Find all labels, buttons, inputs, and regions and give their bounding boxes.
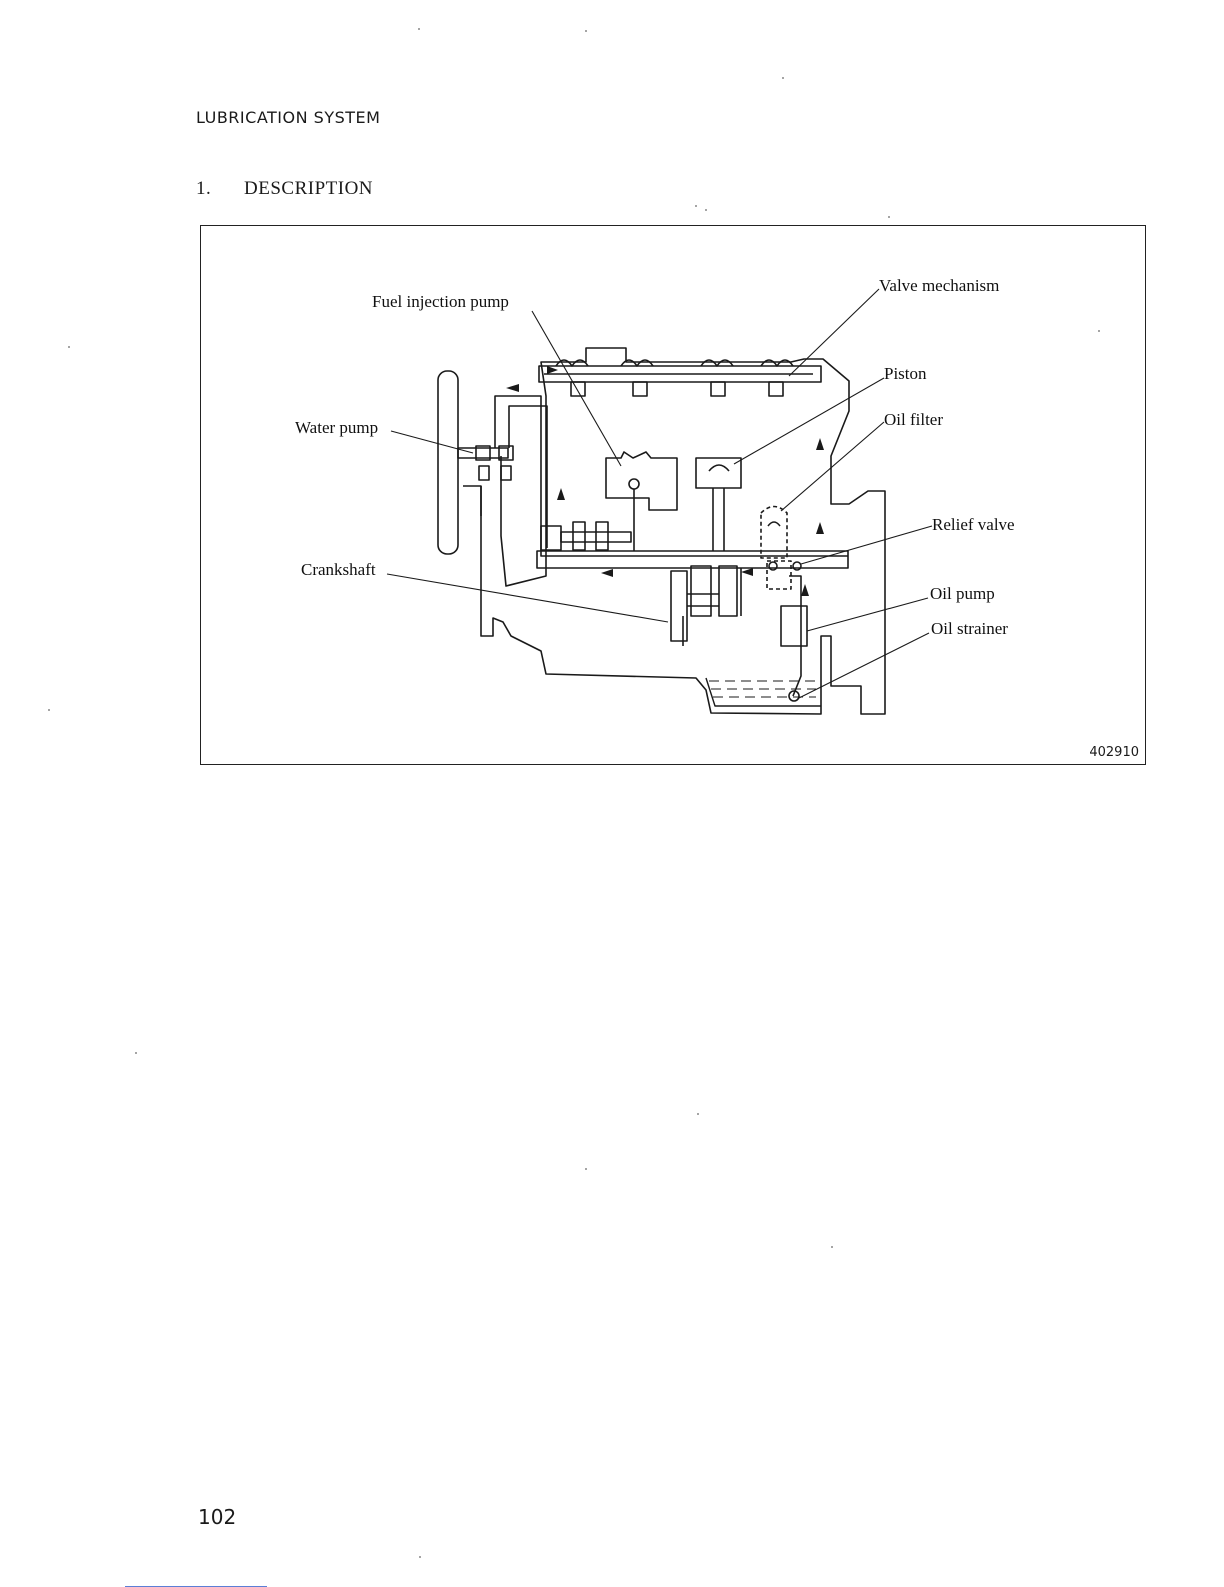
valve-spring bbox=[633, 382, 647, 396]
label-crankshaft: Crankshaft bbox=[301, 560, 376, 580]
piston-body bbox=[696, 458, 741, 488]
water-pump-bearing bbox=[479, 466, 489, 480]
scan-speck bbox=[888, 216, 890, 218]
figure-number: 402910 bbox=[1089, 745, 1139, 760]
page-number: 102 bbox=[198, 1505, 236, 1529]
fuel-injection-pump bbox=[606, 452, 677, 510]
oil-pan bbox=[706, 678, 821, 706]
label-water-pump: Water pump bbox=[295, 418, 378, 438]
label-oil-strainer: Oil strainer bbox=[931, 619, 1008, 639]
section-header: LUBRICATION SYSTEM bbox=[196, 108, 380, 127]
scan-speck bbox=[697, 1113, 699, 1115]
valve-rocker bbox=[701, 360, 733, 366]
scan-speck bbox=[585, 30, 587, 32]
valve-spring bbox=[769, 382, 783, 396]
oil-pickup-line bbox=[789, 576, 801, 696]
valve-rocker bbox=[621, 360, 653, 366]
oil-level bbox=[709, 681, 816, 697]
scan-speck bbox=[782, 77, 784, 79]
scan-speck bbox=[68, 346, 70, 348]
valve-spring bbox=[711, 382, 725, 396]
leader-oil-filter bbox=[781, 422, 884, 511]
heading-number: 1. bbox=[196, 178, 244, 200]
label-oil-filter: Oil filter bbox=[884, 410, 943, 430]
valve-rocker bbox=[761, 360, 793, 366]
relief-valve-housing bbox=[767, 561, 791, 589]
camshaft-lobe bbox=[573, 522, 585, 550]
scan-speck bbox=[419, 1556, 421, 1558]
label-relief-valve: Relief valve bbox=[932, 515, 1015, 535]
scan-speck bbox=[418, 28, 420, 30]
label-piston: Piston bbox=[884, 364, 927, 384]
crankshaft-web bbox=[671, 571, 687, 641]
fuel-pump-port bbox=[629, 479, 639, 489]
heading-title: DESCRIPTION bbox=[244, 178, 373, 199]
water-pump-bearing bbox=[501, 466, 511, 480]
oil-pump-body bbox=[781, 606, 807, 646]
camshaft-lobe bbox=[596, 522, 608, 550]
scan-speck bbox=[585, 1168, 587, 1170]
crankshaft-journal bbox=[719, 566, 737, 616]
connecting-rod bbox=[713, 488, 724, 551]
scan-speck bbox=[705, 209, 707, 211]
leader-oil-pump bbox=[807, 598, 928, 631]
callout-leaders bbox=[387, 289, 932, 698]
label-oil-pump: Oil pump bbox=[930, 584, 995, 604]
scan-speck bbox=[48, 709, 50, 711]
leader-water-pump bbox=[391, 431, 473, 453]
scan-speck bbox=[695, 205, 697, 207]
oil-filter-flow bbox=[768, 522, 780, 526]
scan-speck bbox=[831, 1246, 833, 1248]
label-valve-mechanism: Valve mechanism bbox=[879, 276, 999, 296]
camshaft-gear bbox=[541, 526, 561, 550]
leader-piston bbox=[734, 378, 884, 464]
piston-pin bbox=[709, 465, 729, 471]
oil-line-main bbox=[495, 396, 848, 556]
label-fuel-injection-pump: Fuel injection pump bbox=[372, 292, 509, 312]
crankshaft-journal bbox=[691, 566, 711, 616]
engine-schematic bbox=[201, 226, 1147, 766]
valve-spring bbox=[571, 382, 585, 396]
leader-valve-mechanism bbox=[789, 289, 879, 376]
section-heading: 1.DESCRIPTION bbox=[196, 178, 373, 200]
scan-speck bbox=[135, 1052, 137, 1054]
scan-speck bbox=[1098, 330, 1100, 332]
leader-oil-strainer bbox=[799, 633, 929, 698]
fan-blade bbox=[438, 371, 458, 554]
lubrication-diagram: Fuel injection pump Valve mechanism Pist… bbox=[200, 225, 1146, 765]
